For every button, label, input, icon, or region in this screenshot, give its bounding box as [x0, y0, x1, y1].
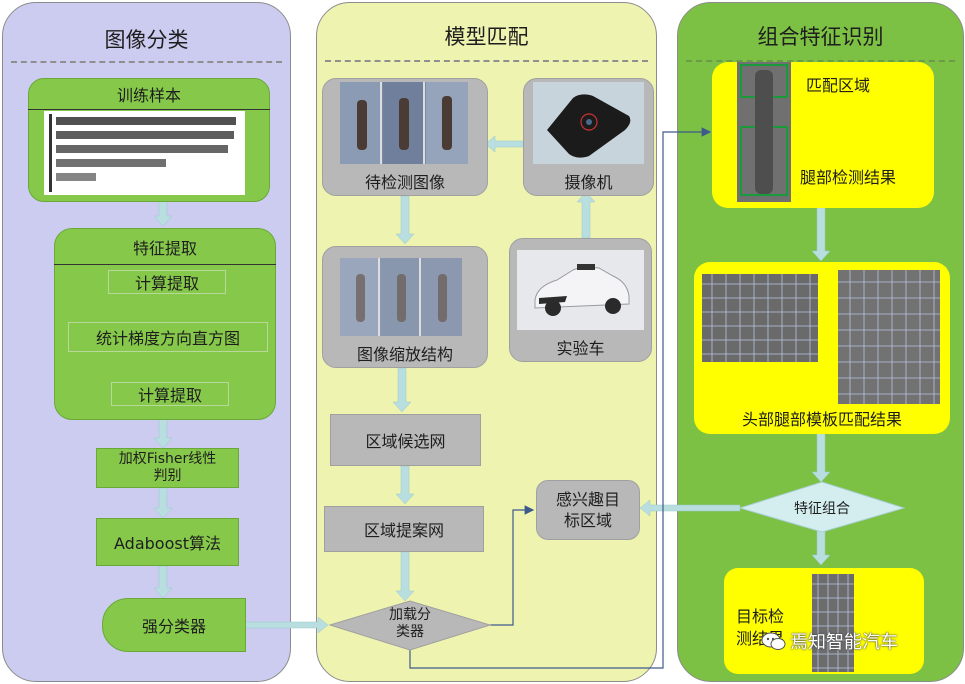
target-detection-photo: [812, 574, 854, 672]
arrow-down: [153, 487, 173, 519]
load-classifier-line-2: 类器: [396, 624, 424, 640]
divider: [325, 60, 648, 62]
camera-icon: [547, 94, 631, 158]
region-proposal-box: 区域候选网: [330, 414, 481, 466]
head-template-photo: [702, 274, 818, 362]
match-region-label: 匹配区域: [806, 76, 871, 95]
region-extraction-box: 区域提案网: [324, 506, 484, 552]
grid-overlay-icon: [702, 274, 818, 362]
pedestrian-icon: [357, 100, 367, 150]
pedestrian-icon: [399, 98, 409, 150]
training-samples-divider: [28, 109, 270, 110]
training-samples-image: [44, 111, 245, 195]
divider: [686, 60, 955, 62]
roi-line-1: 感兴趣目: [555, 490, 620, 509]
arrow-down: [811, 432, 831, 483]
arrow-down: [811, 529, 831, 566]
match-region-photo: [737, 62, 791, 202]
watermark: 焉知智能汽车: [760, 628, 950, 654]
divider: [11, 61, 282, 63]
roi-line-2: 标区域: [563, 511, 612, 530]
camera-photo: [533, 82, 644, 164]
arrow-down: [811, 207, 831, 262]
arrow-left: [639, 499, 741, 517]
roi-box: 感兴趣目 标区域: [536, 480, 640, 540]
leg-detection-label: 腿部检测结果: [800, 168, 897, 187]
fisher-line-1: 加权Fisher线性: [118, 451, 217, 467]
connector-classifier-to-recognition: [409, 127, 712, 669]
scaled-structure-photo: [340, 258, 462, 336]
pedestrian-icon: [755, 70, 773, 194]
test-vehicle-label: 实验车: [556, 339, 605, 358]
target-detection-line-1: 目标检: [736, 607, 785, 626]
pedestrian-thumbnails-icon: [49, 114, 236, 192]
template-match-label: 头部腿部模板匹配结果: [741, 410, 902, 429]
car-icon: [534, 264, 630, 316]
leg-template-photo: [838, 270, 940, 404]
arrow-down: [392, 367, 412, 413]
arrow-down: [395, 551, 415, 602]
fisher-line-2: 判别: [153, 468, 182, 484]
pedestrian-icon: [356, 274, 365, 322]
arrow-down: [395, 195, 415, 245]
grid-overlay-icon: [812, 574, 854, 672]
watermark-text: 焉知智能汽车: [790, 632, 898, 653]
adaboost-box: Adaboost算法: [96, 518, 239, 566]
feature-combination-label: 特征组合: [794, 501, 850, 517]
scaled-structure-label: 图像缩放结构: [356, 345, 453, 364]
test-vehicle-photo: [517, 250, 644, 330]
grid-overlay-icon: [838, 270, 940, 404]
arrow-down: [395, 465, 415, 505]
arrow-left: [484, 135, 524, 153]
training-samples-label: 训练样本: [116, 86, 181, 105]
hog-step: 统计梯度方向直方图: [68, 322, 268, 352]
arrow-down: [153, 417, 173, 449]
arrow-down: [153, 199, 173, 227]
image-to-detect-photo: [340, 82, 468, 164]
pedestrian-icon: [442, 96, 452, 150]
panel-title: 图像分类: [104, 28, 189, 52]
compute-extract-step-1: 计算提取: [108, 270, 226, 294]
panel-title: 模型匹配: [444, 25, 529, 49]
camera-label: 摄像机: [564, 173, 613, 192]
compute-extract-step-2: 计算提取: [111, 382, 229, 406]
arrow-up: [576, 191, 596, 239]
pedestrian-icon: [438, 274, 447, 322]
arrow-down: [153, 565, 173, 599]
load-classifier-line-1: 加载分: [389, 607, 431, 623]
fisher-discriminant-box: 加权Fisher线性 判别: [96, 448, 239, 488]
load-classifier-label: 加载分 类器: [370, 604, 450, 644]
pedestrian-icon: [397, 274, 406, 322]
connector-classifier-to-roi: [490, 505, 535, 626]
panel-title: 组合特征识别: [757, 25, 884, 49]
feature-extraction-divider: [54, 264, 276, 265]
strong-classifier-box: 强分类器: [102, 598, 246, 652]
image-to-detect-label: 待检测图像: [364, 173, 445, 192]
feature-extraction-label: 特征提取: [132, 239, 197, 258]
wechat-icon: [761, 632, 786, 650]
